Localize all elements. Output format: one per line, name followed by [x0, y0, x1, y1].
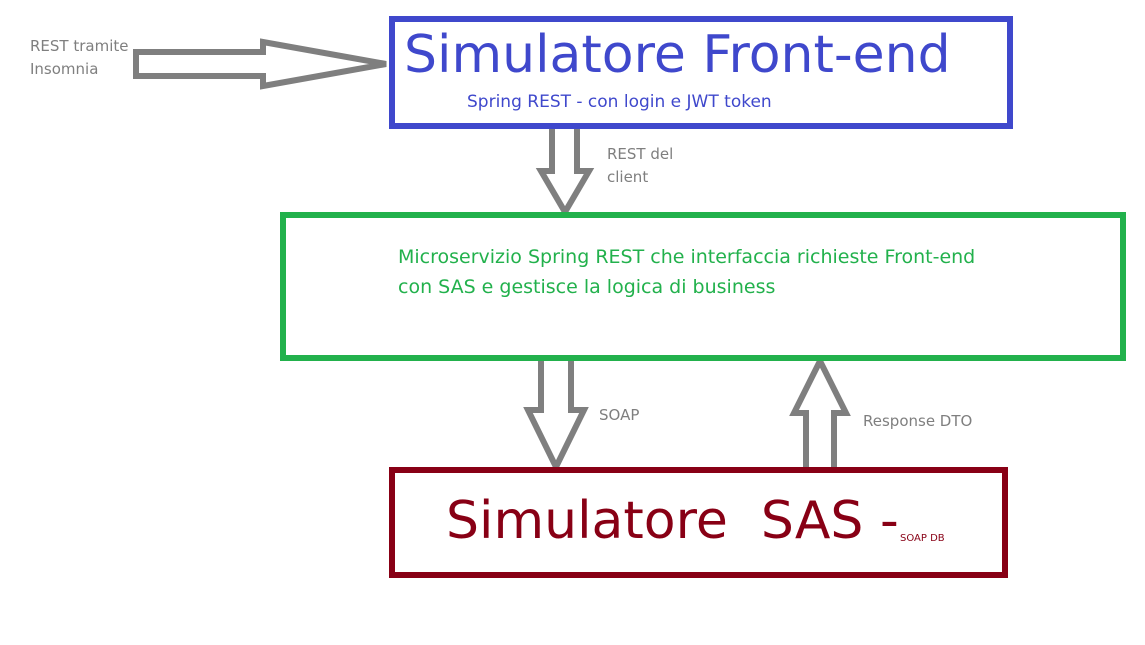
frontend-title: Simulatore Front-end: [404, 25, 951, 85]
arrow-response-dto: [789, 354, 851, 474]
edge-label-rest-tramite-line1: REST tramite: [30, 37, 129, 55]
microservice-description-line1: Microservizio Spring REST che interfacci…: [398, 246, 976, 268]
edge-label-response-dto: Response DTO: [863, 412, 973, 430]
arrow-soap: [523, 353, 589, 474]
edge-label-rest-tramite: REST tramite Insomnia: [30, 35, 128, 81]
sas-subtitle: SOAP DB: [900, 533, 945, 544]
edge-label-soap: SOAP: [599, 406, 640, 424]
frontend-subtitle: Spring REST - con login e JWT token: [467, 92, 772, 112]
edge-label-rest-client-line2: client: [607, 168, 649, 186]
edge-label-rest-client: REST del client: [607, 143, 673, 189]
edge-label-rest-tramite-line2: Insomnia: [30, 60, 99, 78]
edge-label-rest-client-line1: REST del: [607, 145, 674, 163]
frontend-simulator-box: [389, 16, 1013, 129]
arrow-rest-client: [535, 121, 595, 218]
microservice-description-line2: con SAS e gestisce la logica di business: [398, 276, 776, 298]
microservice-box: [280, 212, 1126, 361]
sas-title: Simulatore SAS -: [446, 491, 899, 551]
sas-simulator-box: [389, 467, 1008, 578]
arrow-rest-tramite: [133, 38, 387, 90]
